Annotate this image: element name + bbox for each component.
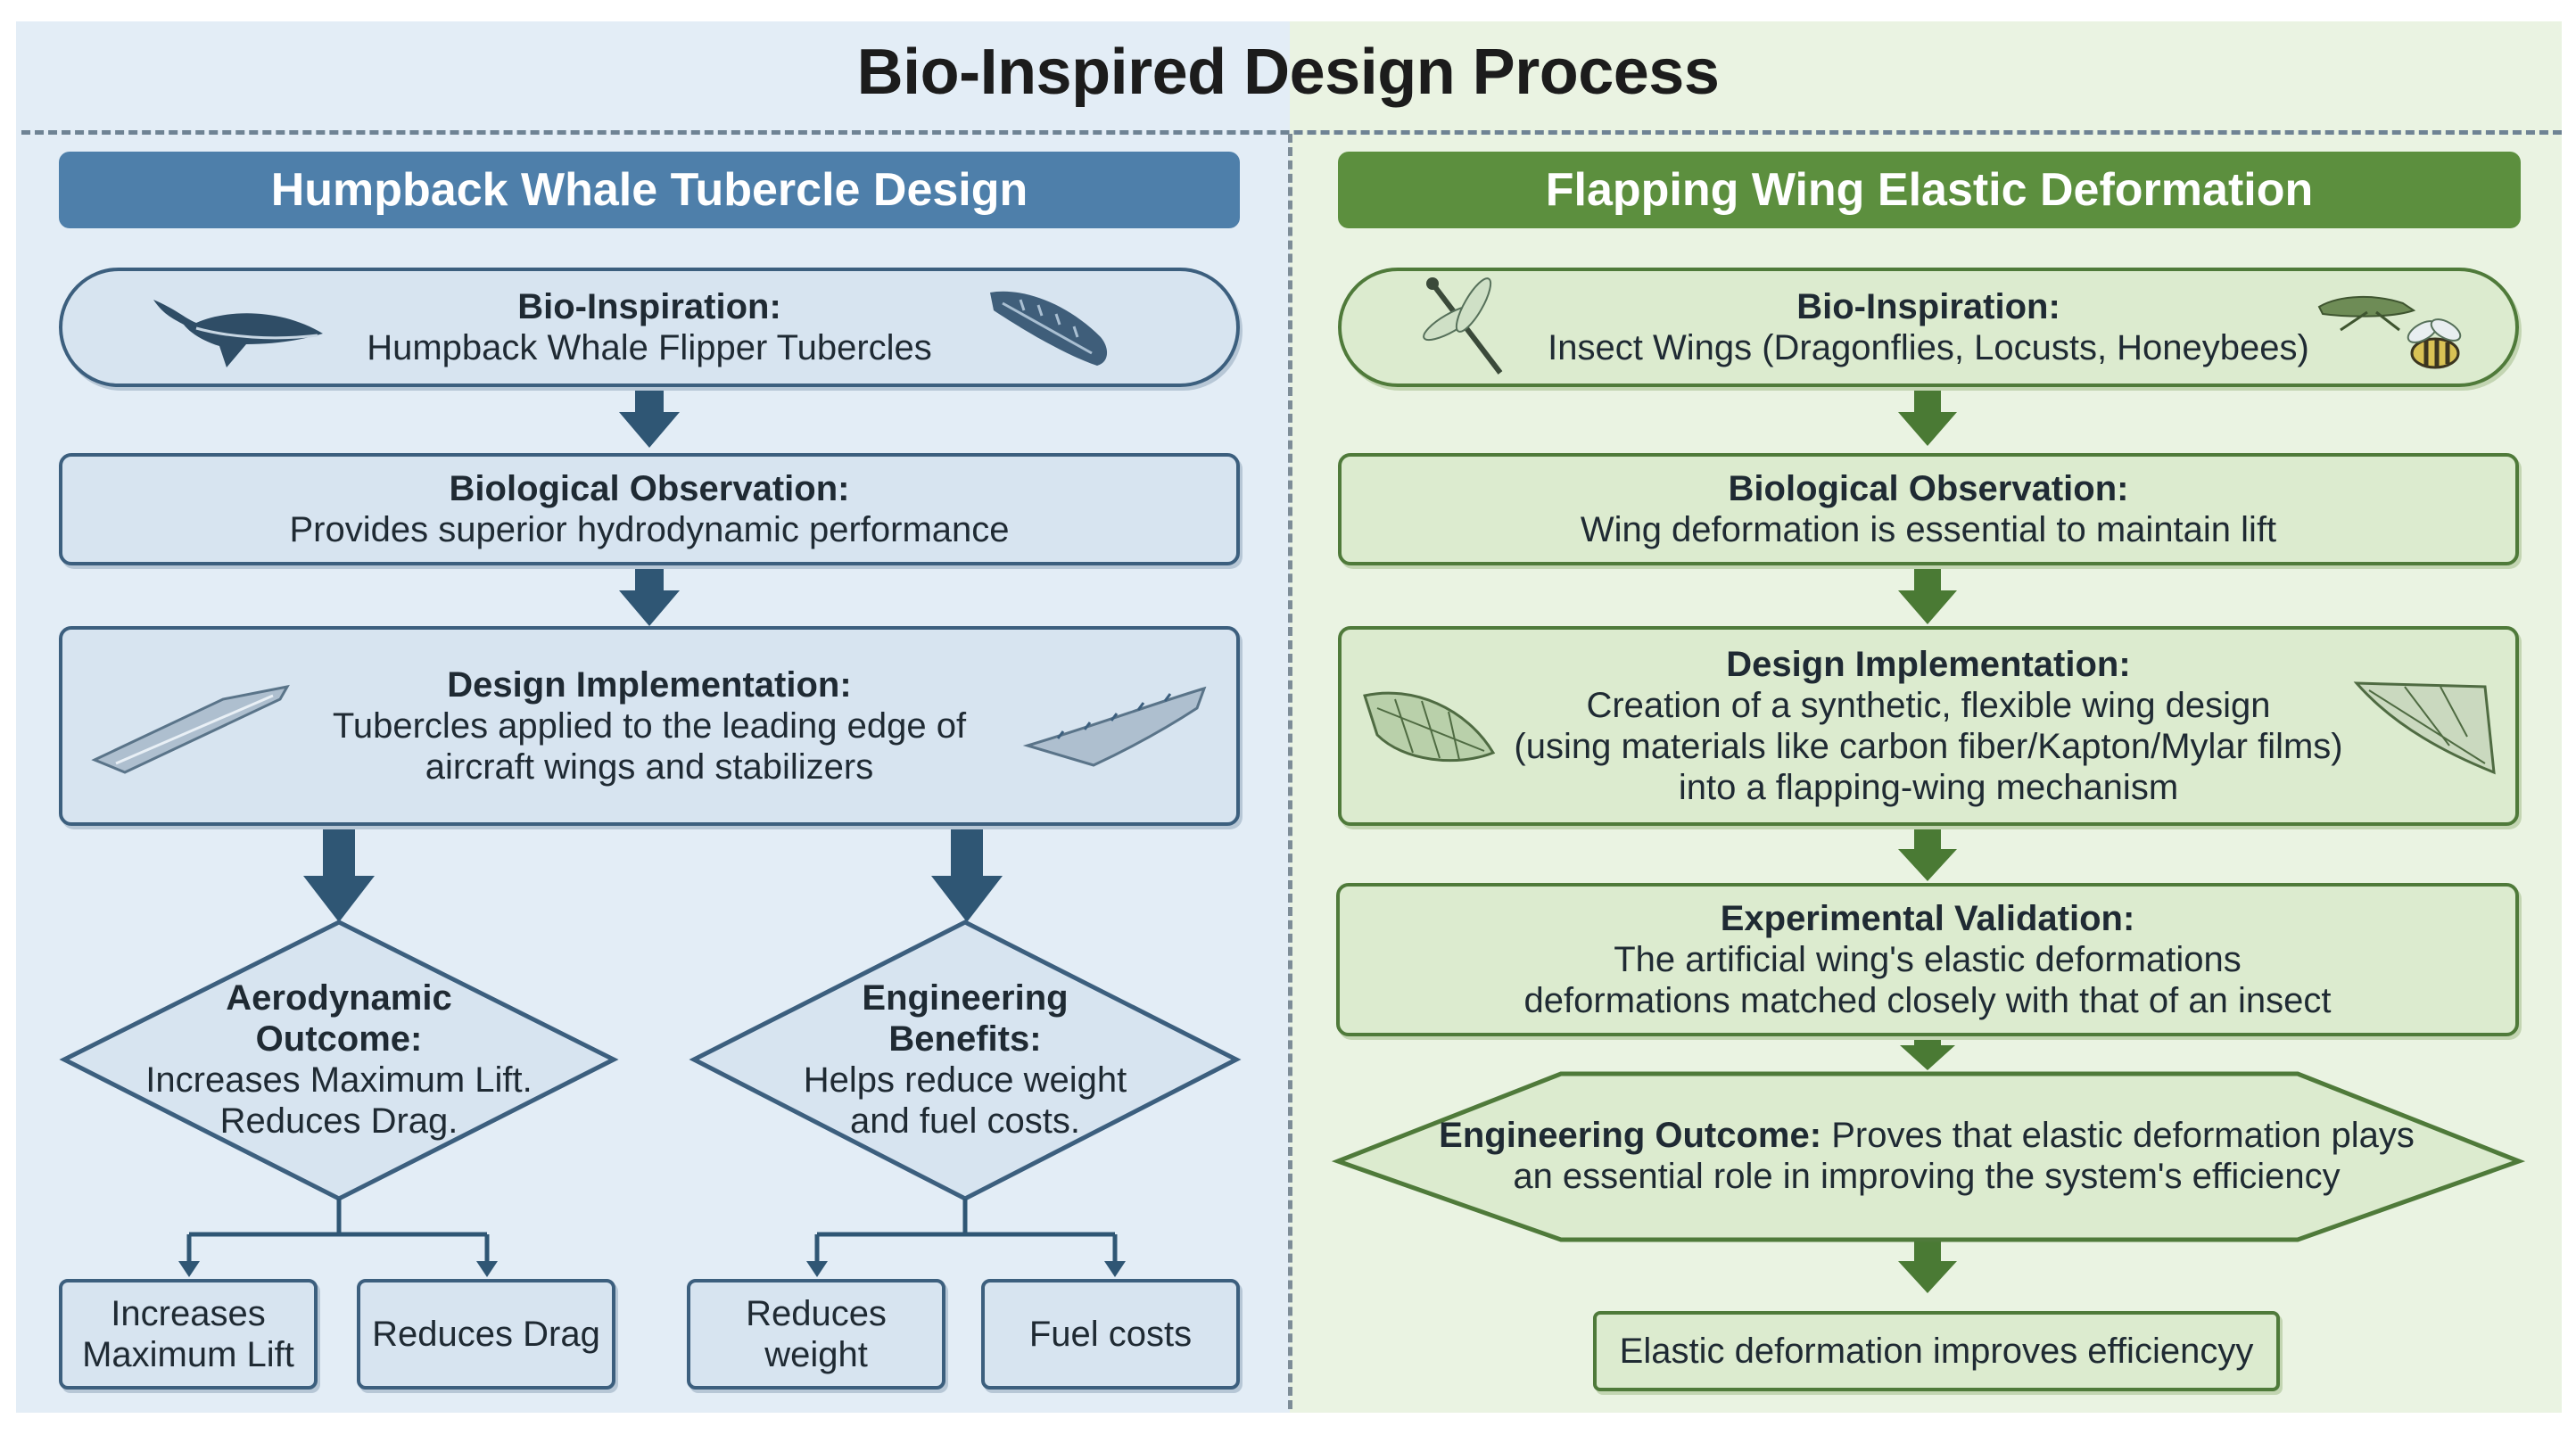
title-divider (21, 130, 2562, 135)
left-implementation-line1: Tubercles applied to the leading edge of (332, 706, 967, 746)
left-inspiration-title: Bio-Inspiration: (517, 287, 781, 326)
left-implementation-title: Design Implementation: (447, 665, 852, 705)
left-observation-text: Provides superior hydrodynamic performan… (289, 510, 1010, 549)
right-experimental-validation: Experimental Validation: The artificial … (1336, 883, 2519, 1036)
aero-line-2: Reduces Drag. (219, 1101, 458, 1141)
right-inspiration-text: Insect Wings (Dragonflies, Locusts, Hone… (1548, 328, 2309, 367)
leaf-2-line1: Reduces (746, 1294, 887, 1333)
aero-title-1: Aerodynamic (226, 978, 452, 1018)
right-biological-observation: Biological Observation: Wing deformation… (1338, 453, 2519, 565)
leaf-0-line2: Maximum Lift (82, 1335, 294, 1374)
left-implementation-line2: aircraft wings and stabilizers (425, 747, 874, 787)
outcome-line1: Proves that elastic deformation plays (1821, 1116, 2415, 1155)
outcome-title: Engineering Outcome: (1439, 1116, 1822, 1155)
validation-line2: deformations matched closely with that o… (1523, 981, 2332, 1020)
left-inspiration-text: Humpback Whale Flipper Tubercles (367, 328, 932, 367)
arrow-right-4 (1900, 1036, 1955, 1070)
leaf-1-line1: Reduces Drag (372, 1315, 600, 1354)
final-result-text: Elastic deformation improves efficiencyy (1619, 1332, 2254, 1371)
right-design-implementation: Design Implementation: Creation of a syn… (1338, 626, 2519, 826)
right-implementation-title: Design Implementation: (1726, 645, 2131, 684)
leaf-2-line2: weight (764, 1335, 868, 1374)
right-implementation-line1: Creation of a synthetic, flexible wing d… (1586, 686, 2271, 725)
leaf-reduces-drag: Reduces Drag (357, 1279, 615, 1390)
aero-line-1: Increases Maximum Lift. (145, 1060, 533, 1100)
leaf-increases-maximum-lift: Increases Maximum Lift (59, 1279, 318, 1390)
arrow-left-2 (619, 564, 680, 626)
aero-outcome-text: Aerodynamic Outcome: Increases Maximum L… (134, 977, 544, 1142)
right-observation-text: Wing deformation is essential to maintai… (1580, 510, 2277, 549)
engineering-outcome-text: Engineering Outcome: Proves that elastic… (1427, 1115, 2426, 1197)
locust-icon (2317, 296, 2416, 332)
engineering-outcome-shape (1331, 1071, 2526, 1242)
final-result-box: Elastic deformation improves efficiencyy (1593, 1311, 2280, 1391)
eng-line-2: and fuel costs. (850, 1101, 1080, 1141)
outcome-line2: an essential role in improving the syste… (1513, 1157, 2341, 1196)
arrow-left-1 (619, 385, 680, 448)
leaf-0-line1: Increases (111, 1294, 266, 1333)
validation-line1: The artificial wing's elastic deformatio… (1614, 940, 2242, 979)
column-divider (1288, 134, 1292, 1409)
eng-line-1: Helps reduce weight (803, 1060, 1127, 1100)
whale-icon (153, 300, 323, 367)
tubercle-wing-icon (91, 684, 290, 774)
arrow-right-2 (1898, 564, 1957, 624)
arrow-right-1 (1898, 385, 1957, 446)
right-column-header: Flapping Wing Elastic Deformation (1338, 152, 2521, 228)
left-biological-observation: Biological Observation: Provides superio… (59, 453, 1240, 565)
eng-title-1: Engineering (862, 978, 1069, 1018)
dragonfly-icon (1423, 277, 1503, 375)
right-arrows (1898, 385, 1957, 1293)
right-inspiration-title: Bio-Inspiration: (1796, 287, 2060, 326)
honeybee-icon (2407, 318, 2462, 369)
arrow-left-3b (931, 826, 1003, 922)
whale-flipper-icon (990, 291, 1108, 366)
insect-wing-icon (1363, 691, 1496, 763)
branch-lines (186, 1199, 1118, 1266)
diagram-title: Bio-Inspired Design Process (856, 37, 1720, 108)
tubercle-wing-icon (1022, 686, 1207, 767)
right-implementation-line3: into a flapping-wing mechanism (1678, 768, 2179, 807)
left-column-header: Humpback Whale Tubercle Design (59, 152, 1240, 228)
right-bio-inspiration: Bio-Inspiration: Insect Wings (Dragonfli… (1338, 268, 2519, 387)
insect-wing-icon (2353, 681, 2496, 775)
validation-title: Experimental Validation: (1720, 899, 2135, 938)
left-design-implementation: Design Implementation: Tubercles applied… (59, 626, 1240, 826)
left-observation-title: Biological Observation: (449, 469, 850, 508)
left-arrows (303, 385, 1003, 922)
arrow-left-3a (303, 826, 375, 922)
arrow-right-5 (1898, 1240, 1957, 1293)
leaf-reduces-weight: Reduces weight (687, 1279, 945, 1390)
leaf-fuel-costs: Fuel costs (981, 1279, 1240, 1390)
arrow-right-3 (1898, 826, 1957, 881)
right-observation-title: Biological Observation: (1728, 469, 2129, 508)
engineering-benefits-text: Engineering Benefits: Helps reduce weigh… (760, 977, 1170, 1142)
eng-title-2: Benefits: (888, 1019, 1042, 1059)
right-implementation-line2: (using materials like carbon fiber/Kapto… (1514, 727, 2343, 766)
aero-title-2: Outcome: (255, 1019, 423, 1059)
leaf-3-line1: Fuel costs (1028, 1315, 1193, 1354)
